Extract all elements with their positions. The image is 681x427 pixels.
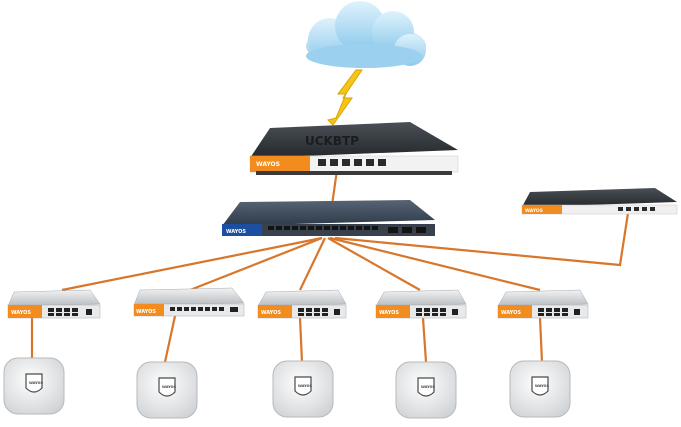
router-label: WAYOS [256, 161, 280, 168]
ac-controller-device: WAYOS [521, 188, 678, 215]
cable-router-core [330, 169, 339, 206]
access-switch-1: WAYOS [7, 289, 101, 319]
cable-core-switch-3 [299, 237, 326, 291]
access-point-1-label: WAYOS [29, 381, 43, 385]
access-switch-5-label: WAYOS [501, 310, 521, 316]
access-switch-4-label: WAYOS [379, 310, 399, 316]
access-point-4-shield-icon [417, 377, 435, 397]
access-point-2: WAYOS [136, 361, 198, 419]
cable-core-switch-5 [329, 236, 541, 292]
access-point-5: WAYOS [509, 360, 571, 418]
router-device: WAYOS UCKBTP [249, 122, 459, 175]
access-point-3: WAYOS [272, 360, 334, 418]
cable-core-switch-4 [327, 237, 421, 291]
cable-core-switch-2 [189, 236, 323, 292]
cable-layer [30, 169, 630, 363]
access-point-5-shield-icon [531, 376, 549, 396]
cable-sw3-ap3 [298, 317, 304, 363]
internet-cloud-icon [306, 1, 426, 68]
access-point-4-label: WAYOS [421, 385, 435, 389]
cable-core-switch-1 [61, 236, 323, 292]
access-point-2-label: WAYOS [162, 385, 176, 389]
access-point-1: WAYOS [3, 357, 65, 415]
access-switch-1-label: WAYOS [11, 310, 31, 316]
cable-sw4-ap4 [421, 317, 428, 363]
access-switch-2: WAYOS [133, 287, 245, 317]
access-point-3-label: WAYOS [298, 384, 312, 388]
access-switch-2-label: WAYOS [136, 309, 156, 315]
cable-sw2-ap2 [163, 315, 177, 363]
router-top-brand: UCKBTP [305, 134, 359, 148]
access-switch-5: WAYOS [497, 289, 589, 319]
access-point-2-shield-icon [158, 377, 176, 397]
access-switch-4: WAYOS [375, 289, 467, 319]
cable-core-ac [334, 212, 630, 267]
ac-controller-label: WAYOS [525, 208, 543, 214]
access-switch-3: WAYOS [257, 289, 347, 319]
access-switch-3-label: WAYOS [261, 310, 281, 316]
access-point-3-shield-icon [294, 376, 312, 396]
access-point-5-label: WAYOS [535, 384, 549, 388]
access-point-4: WAYOS [395, 361, 457, 419]
lightning-icon [327, 69, 363, 126]
access-point-1-shield-icon [25, 373, 43, 393]
core-switch-device: WAYOS [222, 200, 435, 236]
cable-sw5-ap5 [538, 317, 544, 363]
core-switch-label: WAYOS [226, 229, 246, 235]
